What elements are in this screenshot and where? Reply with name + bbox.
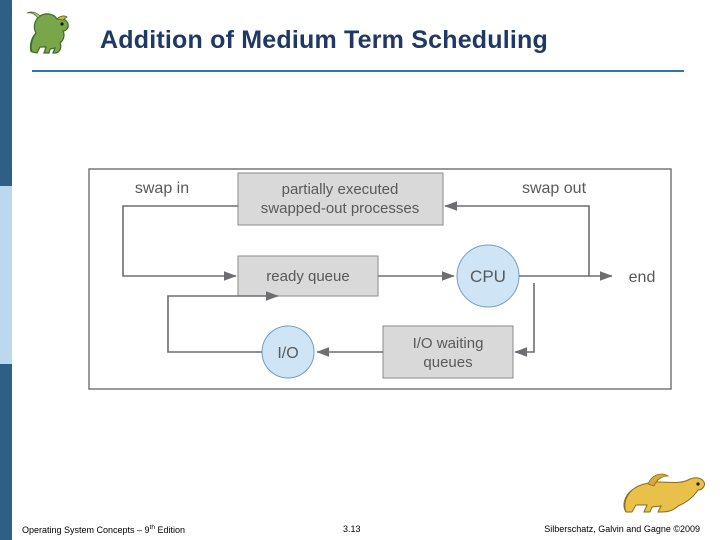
node-io-waiting-line2: queues — [423, 354, 472, 371]
sidebar-accent-bottom — [0, 364, 12, 540]
node-ready-queue-label: ready queue — [266, 268, 349, 285]
footer-left-sup: th — [149, 524, 155, 531]
node-swapped-out-processes — [237, 172, 444, 226]
scheduling-diagram: swap in swap out partially executed swap… — [88, 168, 672, 390]
slide-number: 3.13 — [343, 524, 361, 534]
sidebar-accent-top — [0, 0, 12, 186]
footer-left-tail: Edition — [155, 525, 186, 535]
edge-cpu-to-io-waiting — [514, 283, 535, 357]
node-swapped-out-processes-line2: swapped-out processes — [261, 200, 419, 217]
diagram-svg: swap in swap out partially executed swap… — [88, 168, 672, 390]
node-ready-queue — [237, 255, 379, 297]
node-io-waiting-queues — [382, 325, 514, 379]
label-end: end — [629, 269, 656, 286]
sidebar-accent-middle — [0, 186, 12, 364]
edge-io-to-ready — [167, 291, 279, 353]
node-io-label: I/O — [277, 345, 298, 362]
edge-swap-out — [444, 201, 590, 276]
edge-swap-in — [122, 205, 238, 281]
footer-left: Operating System Concepts – 9th Edition — [22, 524, 185, 535]
node-io-waiting-line1: I/O waiting — [413, 335, 484, 352]
footer-copyright: Silberschatz, Galvin and Gagne ©2009 — [544, 524, 700, 534]
dinosaur-footer-icon — [618, 462, 708, 518]
page-title: Addition of Medium Term Scheduling — [100, 26, 548, 54]
title-underline — [32, 70, 684, 72]
label-swap-in: swap in — [135, 180, 189, 197]
node-swapped-out-processes-line1: partially executed — [282, 181, 399, 198]
node-cpu-label: CPU — [470, 267, 506, 286]
dinosaur-logo-icon — [22, 8, 94, 58]
footer-left-text: Operating System Concepts – 9 — [22, 525, 150, 535]
label-swap-out: swap out — [522, 180, 587, 197]
diagram-border — [88, 168, 672, 390]
